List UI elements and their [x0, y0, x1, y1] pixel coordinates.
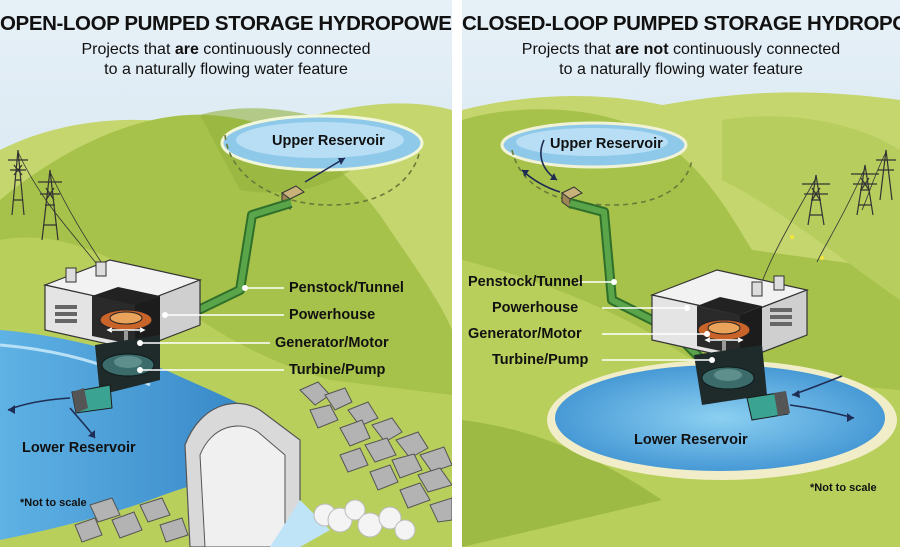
subtitle-emphasis: are [174, 41, 199, 58]
closed-generator-label: Generator/Motor [468, 326, 582, 342]
open-penstock-label: Penstock/Tunnel [289, 280, 404, 296]
dam-face [199, 425, 286, 547]
leader-dot-generator [704, 331, 710, 337]
closed-turbine-label: Turbine/Pump [492, 352, 589, 368]
open-upper-reservoir-label: Upper Reservoir [272, 133, 385, 149]
intake-dashed-outline [224, 134, 421, 206]
generator-rotor [707, 321, 741, 335]
subtitle-text: continuously connected [198, 41, 371, 58]
transmission-tower-1 [8, 149, 28, 216]
upper-inflow-arrowhead [522, 170, 529, 177]
rock-pile [74, 381, 452, 543]
lower-reservoir-water [0, 330, 300, 540]
closed-loop-title: CLOSED-LOOP PUMPED STORAGE HYDROPOWER [462, 12, 900, 35]
closed-loop-subtitle-line2: to a naturally flowing water feature [559, 61, 803, 78]
spillway-foam [313, 499, 416, 541]
label-leader-lines [576, 281, 712, 361]
open-loop-title: OPEN-LOOP PUMPED STORAGE HYDROPOWER [0, 12, 452, 35]
upper-outflow-arrowhead [550, 173, 557, 180]
power-line-marker [790, 235, 794, 239]
power-lines [17, 151, 106, 269]
closed-loop-scene [462, 0, 900, 547]
transmission-tower-2 [38, 169, 62, 241]
turbine-hub [714, 369, 742, 381]
open-turbine-label: Turbine/Pump [289, 362, 386, 378]
leader-dot-penstock [242, 285, 248, 291]
subtitle-text: continuously connected [668, 41, 841, 58]
closed-lower-reservoir-label: Lower Reservoir [634, 432, 748, 448]
closed-not-to-scale-note: *Not to scale [810, 482, 877, 494]
powerhouse-building [42, 259, 203, 351]
open-not-to-scale-note: *Not to scale [20, 497, 87, 509]
label-leader-lines [140, 287, 284, 371]
open-generator-label: Generator/Motor [275, 335, 389, 351]
closed-loop-panel: CLOSED-LOOP PUMPED STORAGE HYDROPOWER Pr… [462, 0, 900, 547]
leader-dot-penstock [611, 279, 617, 285]
lower-outflow-arrowhead [8, 405, 15, 414]
power-line-marker [820, 256, 824, 260]
open-loop-subtitle-line1: Projects that are continuously connected [0, 41, 452, 59]
tailrace-opening [774, 391, 790, 416]
upper-arrowhead [338, 158, 345, 165]
closed-powerhouse-label: Powerhouse [492, 300, 579, 316]
leader-dot-powerhouse [162, 312, 168, 318]
leader-dot-turbine [709, 357, 715, 363]
open-lower-reservoir-label: Lower Reservoir [22, 440, 136, 456]
closed-upper-reservoir-label: Upper Reservoir [550, 136, 663, 152]
transmission-tower-3 [876, 149, 896, 201]
lower-inflow-arrowhead [88, 430, 95, 438]
intake-dashed-outline [511, 149, 693, 206]
open-powerhouse-label: Powerhouse [289, 307, 376, 323]
spillway-water [270, 500, 330, 547]
subtitle-emphasis: are not [615, 41, 669, 58]
upper-reservoir-highlight [516, 128, 668, 156]
lower-inflow-arrowhead [792, 390, 800, 398]
power-lines [761, 151, 887, 283]
subtitle-text: Projects that [521, 41, 616, 58]
subtitle-text: Projects that [81, 41, 175, 58]
upper-reservoir-highlight [236, 122, 404, 158]
panel-divider [452, 0, 462, 547]
transmission-tower-2 [851, 164, 879, 216]
foreground-slope [462, 420, 662, 547]
open-loop-subtitle-line2: to a naturally flowing water feature [104, 61, 348, 78]
leader-dot-generator [137, 340, 143, 346]
closed-penstock-label: Penstock/Tunnel [468, 274, 583, 290]
tailrace-opening [72, 388, 88, 413]
transmission-tower-1 [802, 174, 830, 226]
lower-outflow-arrowhead [847, 413, 854, 422]
closed-loop-subtitle-line1: Projects that are not continuously conne… [462, 41, 900, 59]
generator-rotor [109, 311, 143, 325]
leader-dot-turbine [137, 367, 143, 373]
open-loop-scene [0, 0, 452, 547]
leader-dot-powerhouse [684, 305, 690, 311]
open-loop-panel: OPEN-LOOP PUMPED STORAGE HYDROPOWER Proj… [0, 0, 452, 547]
upper-flow-arrow [304, 157, 346, 183]
powerhouse-building [649, 269, 810, 361]
turbine-hub [114, 356, 142, 368]
